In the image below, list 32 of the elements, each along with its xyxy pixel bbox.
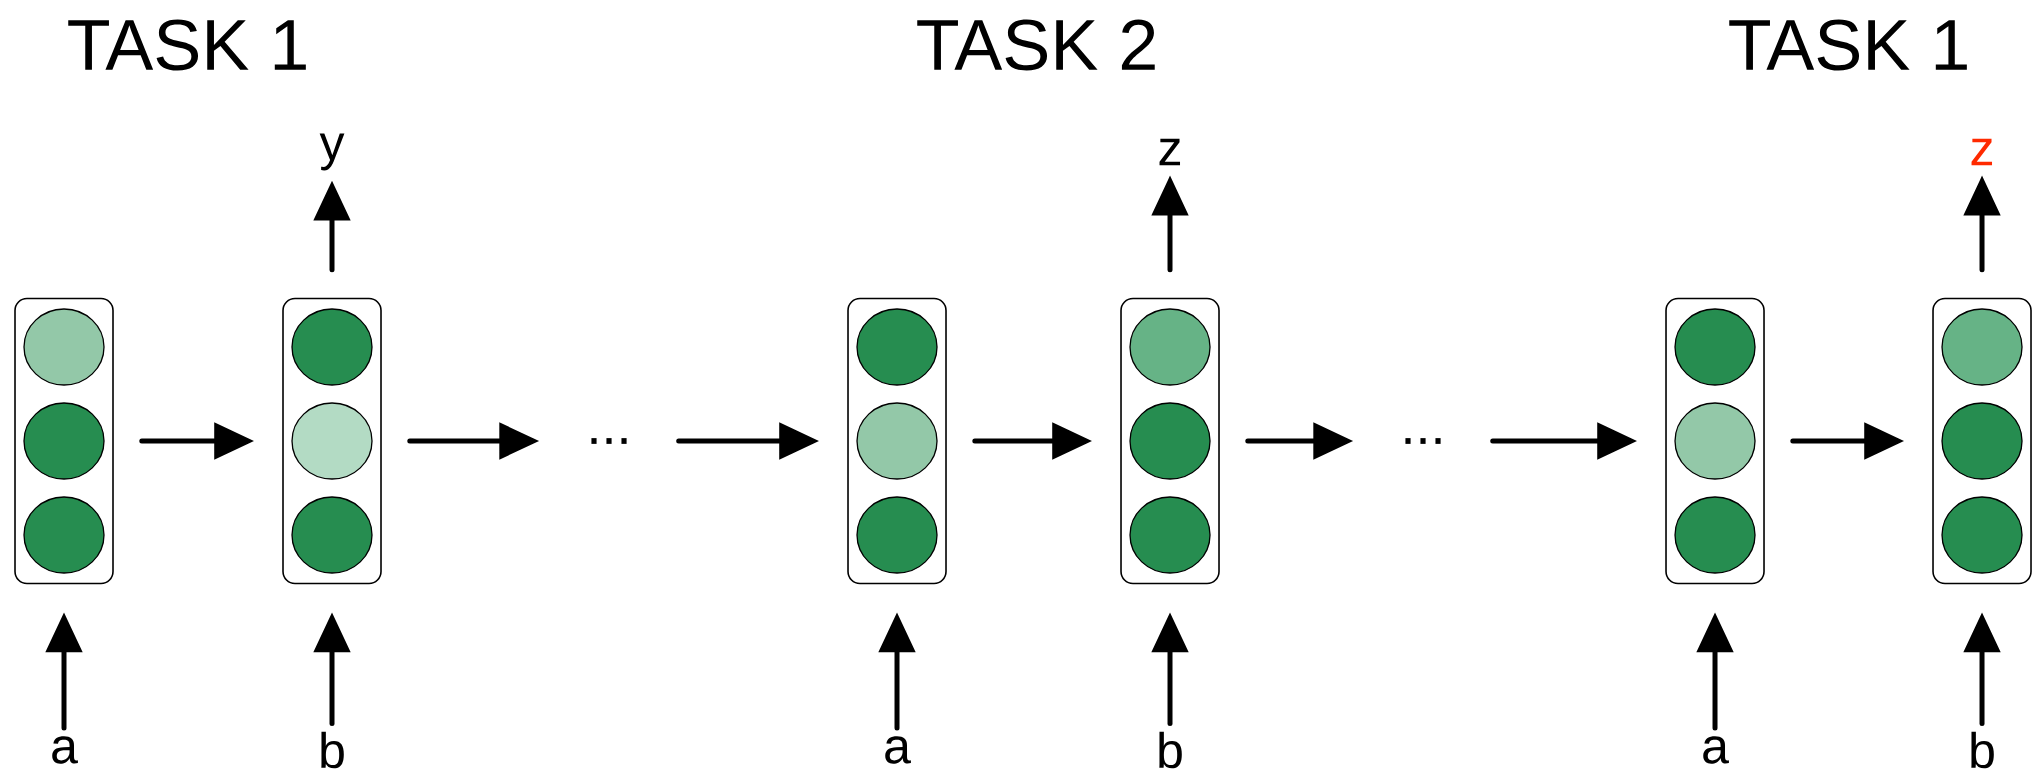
- neuron-circle: [1129, 496, 1211, 574]
- neuron-circle: [1941, 496, 2023, 574]
- variable-label: a: [1703, 736, 1729, 764]
- variable-label: z: [1971, 138, 1993, 166]
- variable-label: a: [52, 736, 78, 764]
- neuron-circle: [1941, 402, 2023, 480]
- neuron-circle: [23, 402, 105, 480]
- neuron-circle: [291, 308, 373, 386]
- task-title: TASK 1: [1729, 19, 1967, 71]
- ellipsis: ...: [591, 438, 627, 444]
- variable-label: b: [321, 731, 344, 769]
- task-title: TASK 2: [917, 19, 1155, 71]
- neuron-circle: [1129, 308, 1211, 386]
- neuron-circle: [1129, 402, 1211, 480]
- neuron-circle: [23, 496, 105, 574]
- neuron-circle: [291, 402, 373, 480]
- variable-label: a: [885, 736, 911, 764]
- variable-label: b: [1971, 731, 1994, 769]
- neuron-circle: [1941, 308, 2023, 386]
- neuron-circle: [856, 402, 938, 480]
- neuron-circle: [291, 496, 373, 574]
- neuron-circle: [1674, 308, 1756, 386]
- neuron-circle: [1674, 402, 1756, 480]
- variable-label: z: [1159, 138, 1180, 166]
- task-title: TASK 1: [68, 19, 306, 71]
- neuron-circle: [23, 308, 105, 386]
- neuron-circle: [1674, 496, 1756, 574]
- neuron-circle: [856, 496, 938, 574]
- ellipsis: ...: [1405, 438, 1441, 444]
- variable-label: y: [319, 133, 345, 171]
- variable-label: b: [1159, 731, 1182, 769]
- neuron-circle: [856, 308, 938, 386]
